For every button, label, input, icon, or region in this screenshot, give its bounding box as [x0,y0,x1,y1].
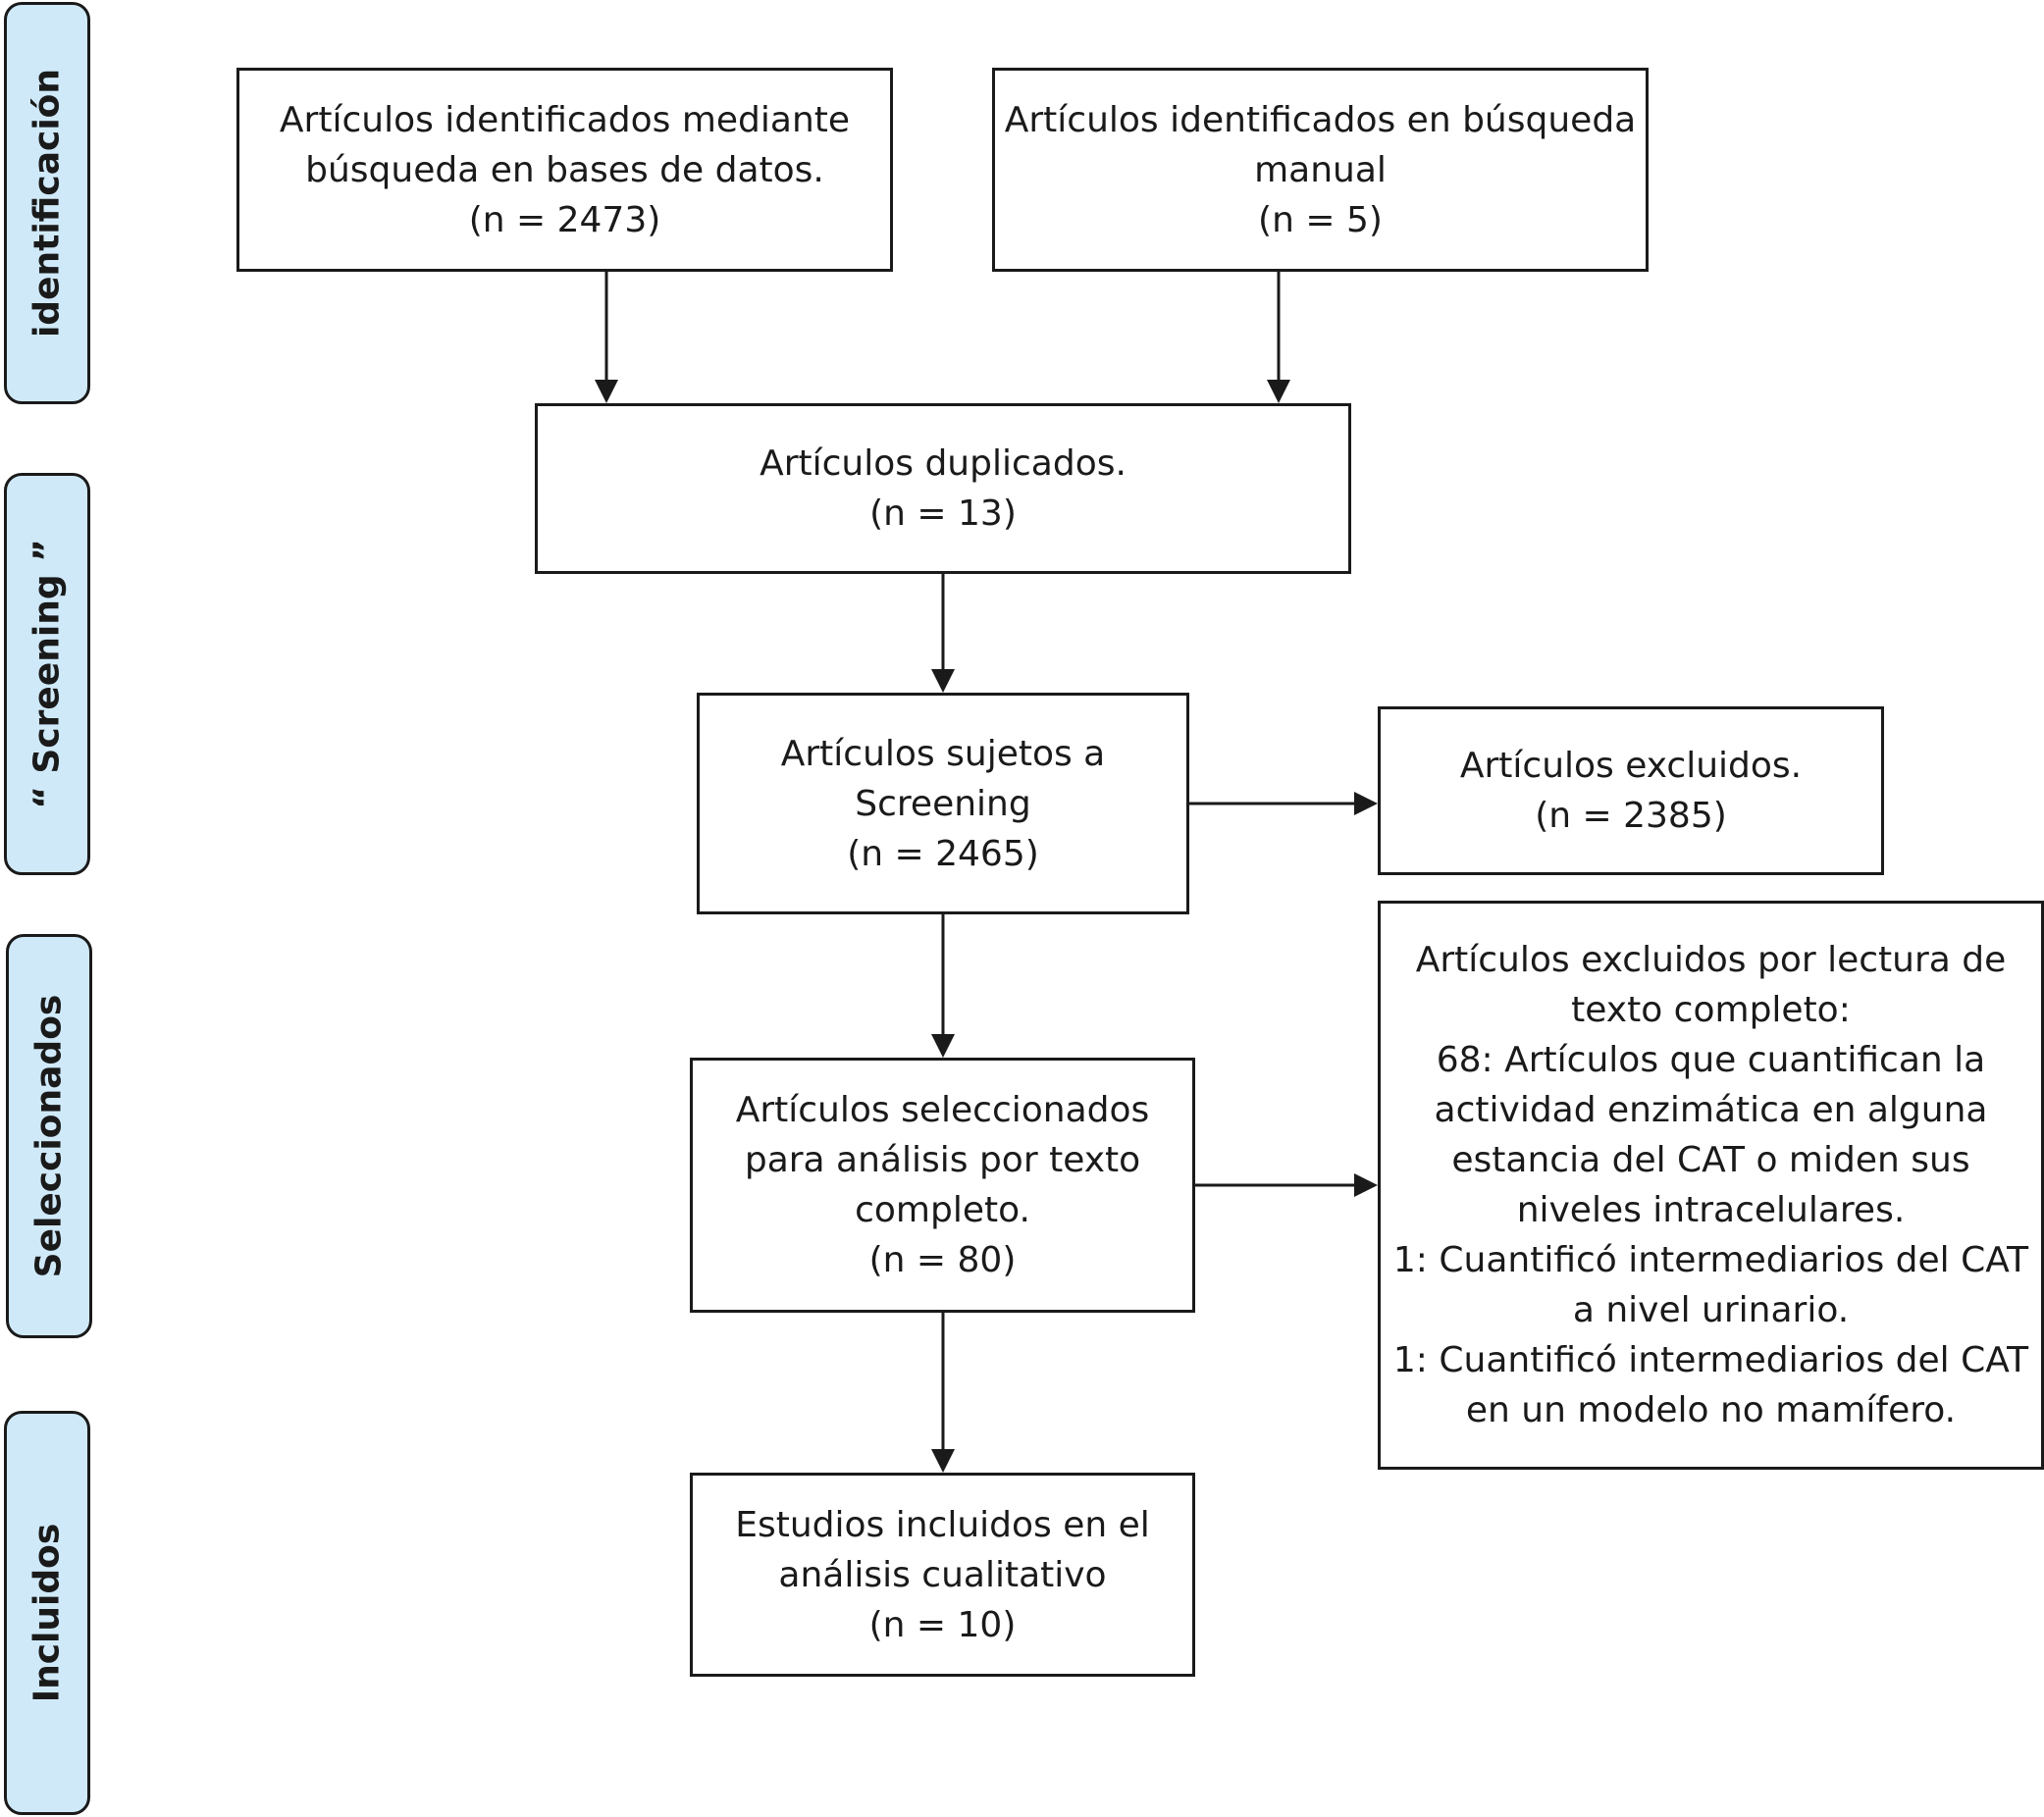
box-line: niveles intracelulares. [1516,1190,1906,1230]
box-line: Artículos excluidos. [1459,746,1803,786]
database-search-text: Artículos identificados mediante búsqued… [280,95,850,245]
box-line: Artículos duplicados. [760,443,1127,484]
box-line: análisis cualitativo [778,1554,1107,1595]
box-line: 1: Cuantificó intermediarios del CAT [1392,1340,2029,1380]
box-line: actividad enzimática en alguna [1434,1090,1988,1130]
duplicates-box: Artículos duplicados. (n = 13) [535,403,1351,574]
record-count: (n = 2385) [1535,796,1727,836]
full-text-text: Artículos seleccionados para análisis po… [736,1085,1150,1285]
manual-search-box: Artículos identificados en búsqueda manu… [992,68,1649,272]
box-line: texto completo: [1571,990,1851,1030]
box-line: Artículos seleccionados [735,1090,1150,1130]
record-count: (n = 2465) [847,833,1039,874]
box-line: Estudios incluidos en el [735,1504,1150,1545]
included-studies-text: Estudios incluidos en el análisis cualit… [735,1500,1150,1650]
box-line: Artículos identificados mediante [279,99,851,140]
record-count: (n = 5) [1258,199,1383,240]
box-line: 1: Cuantificó intermediarios del CAT [1392,1240,2029,1280]
duplicates-text: Artículos duplicados. (n = 13) [760,439,1127,539]
screened-box: Artículos sujetos a Screening (n = 2465) [697,693,1189,914]
box-line: para análisis por texto [744,1140,1141,1180]
database-search-box: Artículos identificados mediante búsqued… [236,68,893,272]
record-count: (n = 10) [868,1604,1017,1645]
box-line: 68: Artículos que cuantifican la [1436,1040,1986,1080]
full-text-box: Artículos seleccionados para análisis po… [690,1058,1195,1313]
box-line: Screening [855,783,1031,824]
box-line: completo. [855,1190,1030,1230]
box-line: búsqueda en bases de datos. [305,149,824,190]
stage-tab-included: Incluidos [4,1411,90,1815]
stage-tab-selected: Seleccionados [6,934,92,1338]
box-line: estancia del CAT o miden sus [1451,1140,1970,1180]
box-line: Artículos identificados en búsqueda [1004,99,1637,140]
excluded-box: Artículos excluidos. (n = 2385) [1378,706,1884,875]
stage-tab-identification: identificación [4,2,90,404]
screened-text: Artículos sujetos a Screening (n = 2465) [781,729,1106,879]
record-count: (n = 13) [869,493,1017,534]
excluded-text: Artículos excluidos. (n = 2385) [1460,741,1802,841]
box-line: a nivel urinario. [1572,1290,1850,1330]
included-studies-box: Estudios incluidos en el análisis cualit… [690,1473,1195,1677]
manual-search-text: Artículos identificados en búsqueda manu… [1005,95,1636,245]
excluded-full-text-box: Artículos excluidos por lectura de texto… [1378,901,2044,1470]
box-line: manual [1254,149,1387,190]
record-count: (n = 80) [868,1240,1017,1280]
excluded-full-text-text: Artículos excluidos por lectura de texto… [1393,935,2028,1435]
stage-tab-screening: “ Screening ” [4,473,90,875]
box-line: en un modelo no mamífero. [1465,1390,1957,1430]
box-line: Artículos excluidos por lectura de [1415,940,2007,980]
record-count: (n = 2473) [468,199,661,240]
box-line: Artículos sujetos a [780,733,1106,774]
